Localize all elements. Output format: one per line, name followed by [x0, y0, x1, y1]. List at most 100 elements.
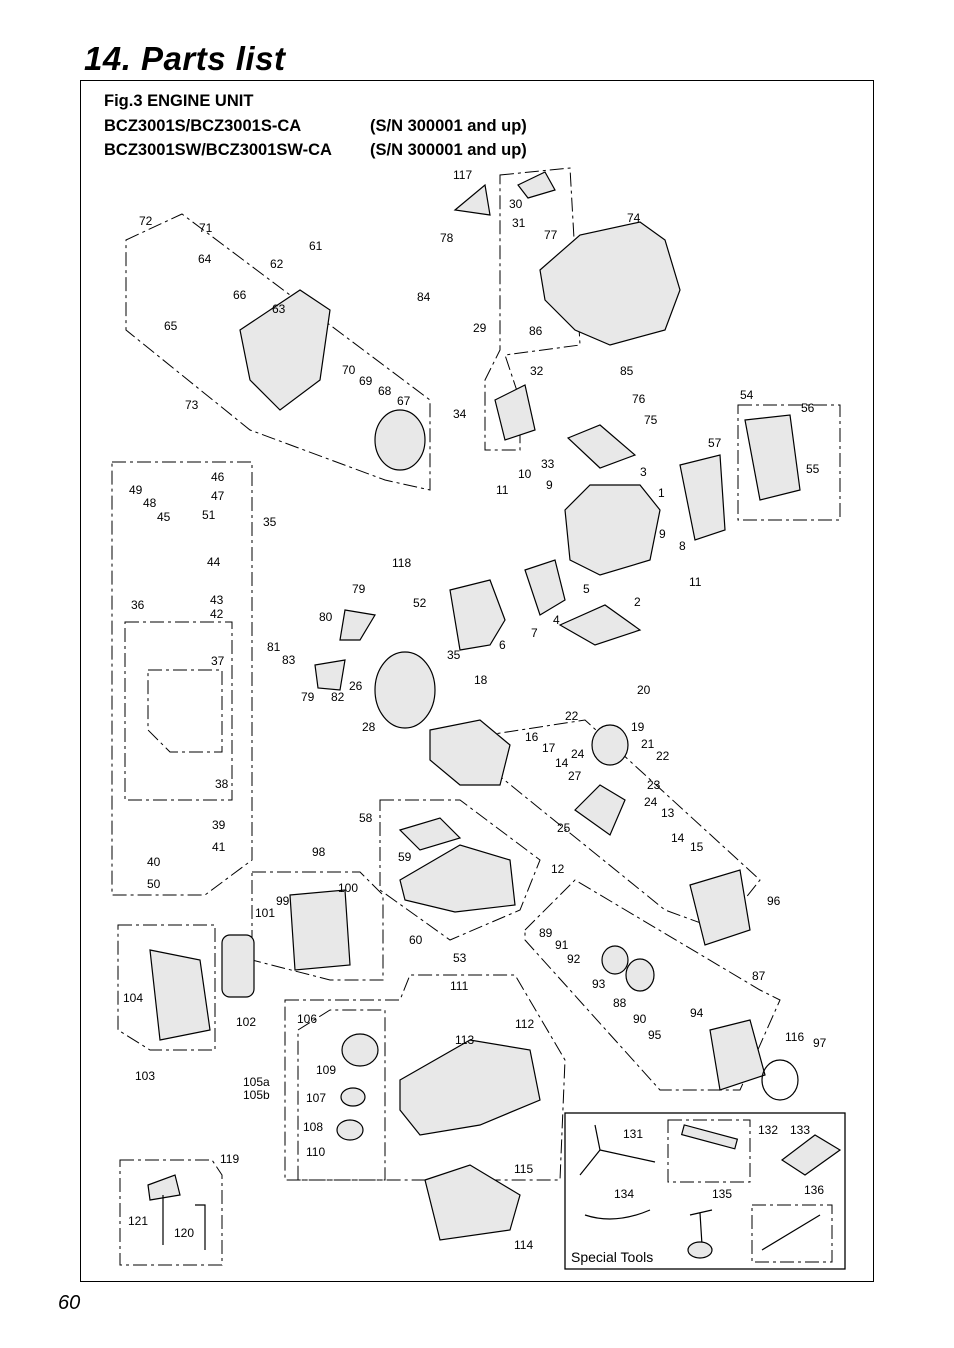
part-label-29: 29	[473, 321, 487, 335]
part-label-47: 47	[211, 489, 225, 503]
model-line-2: BCZ3001SW/BCZ3001SW-CA (S/N 300001 and u…	[104, 141, 527, 160]
part-label-86: 86	[529, 324, 543, 338]
part-cap-gasket	[340, 1087, 366, 1107]
part-label-106: 106	[297, 1012, 317, 1026]
model-name-1: BCZ3001S/BCZ3001S-CA	[104, 117, 302, 135]
group-outline-136	[751, 1204, 833, 1263]
part-label-44: 44	[207, 555, 221, 569]
part-clutch-shoe-2	[314, 659, 346, 691]
part-label-11b: 11	[689, 575, 702, 589]
part-label-70: 70	[342, 363, 356, 377]
part-label-20: 20	[637, 683, 651, 697]
parts-diagram-frame	[80, 80, 874, 1282]
part-label-100: 100	[338, 881, 358, 895]
part-label-38: 38	[215, 777, 229, 791]
part-label-13: 13	[661, 806, 675, 820]
part-label-136: 136	[804, 1183, 824, 1197]
part-label-43: 43	[210, 593, 224, 607]
part-label-83: 83	[282, 653, 296, 667]
tool-132	[680, 1124, 739, 1150]
part-recoil-spring	[601, 945, 629, 975]
part-label-18: 18	[474, 673, 488, 687]
part-label-48: 48	[143, 496, 157, 510]
part-label-88: 88	[613, 996, 627, 1010]
part-label-11a: 11	[496, 483, 509, 497]
part-label-37: 37	[211, 654, 225, 668]
figure-title: Fig.3 ENGINE UNIT	[104, 92, 254, 110]
page-number: 60	[58, 1292, 81, 1314]
part-label-27: 27	[568, 769, 582, 783]
part-fuel-tank	[399, 1039, 541, 1136]
part-label-17: 17	[542, 741, 556, 755]
part-label-22b: 22	[656, 749, 670, 763]
group-outline-106	[297, 1009, 386, 1181]
group-outline-105	[284, 974, 566, 1181]
part-label-116: 116	[785, 1030, 804, 1044]
part-label-28: 28	[362, 720, 376, 734]
part-label-22a: 22	[565, 709, 579, 723]
tool-131-arm3	[594, 1124, 601, 1151]
part-label-115: 115	[514, 1162, 533, 1176]
part-label-3: 3	[640, 465, 647, 479]
part-label-23: 23	[647, 778, 661, 792]
part-116	[761, 1059, 799, 1101]
tool-136	[761, 1214, 821, 1251]
part-label-97: 97	[813, 1036, 827, 1050]
part-label-78: 78	[440, 231, 454, 245]
part-label-62: 62	[270, 257, 284, 271]
part-air-cleaner-base	[289, 889, 351, 971]
part-label-134: 134	[614, 1187, 634, 1201]
part-label-9a: 9	[546, 478, 553, 492]
part-label-89: 89	[539, 926, 553, 940]
serial-range-1: (S/N 300001 and up)	[370, 117, 527, 135]
part-label-108: 108	[303, 1120, 323, 1134]
part-label-14b: 14	[671, 831, 685, 845]
part-label-54: 54	[740, 388, 754, 402]
part-label-111: 111	[450, 979, 469, 993]
part-label-101: 101	[255, 906, 275, 920]
part-tank-bracket	[424, 1164, 521, 1241]
part-crankcase-half	[689, 869, 751, 946]
part-label-65: 65	[164, 319, 178, 333]
part-flywheel	[374, 651, 436, 729]
part-label-95: 95	[648, 1028, 662, 1042]
part-air-filter	[221, 934, 255, 998]
part-label-16: 16	[525, 730, 539, 744]
part-label-99: 99	[276, 894, 290, 908]
part-label-53: 53	[453, 951, 467, 965]
part-label-79b: 79	[301, 690, 315, 704]
part-label-90: 90	[633, 1012, 647, 1026]
part-label-103: 103	[135, 1069, 155, 1083]
part-fuel-cap	[341, 1033, 379, 1067]
part-label-84: 84	[417, 290, 431, 304]
part-label-35a: 35	[263, 515, 277, 529]
part-label-15: 15	[690, 840, 704, 854]
part-label-61: 61	[309, 239, 323, 253]
part-label-1: 1	[658, 486, 665, 500]
part-label-121: 121	[128, 1214, 148, 1228]
part-label-71: 71	[199, 221, 213, 235]
part-30	[517, 171, 556, 199]
part-clutch-shoe	[339, 609, 376, 641]
special-tools-label: Special Tools	[571, 1249, 653, 1265]
part-label-5: 5	[583, 582, 590, 596]
part-label-94: 94	[690, 1006, 704, 1020]
group-outline-132	[667, 1119, 751, 1183]
group-outline-103	[117, 924, 216, 1051]
part-label-12: 12	[551, 862, 565, 876]
part-label-14a: 14	[555, 756, 569, 770]
part-label-104: 104	[123, 991, 143, 1005]
part-label-9b: 9	[659, 527, 666, 541]
special-tools-box	[564, 1112, 846, 1270]
serial-range-2: (S/N 300001 and up)	[370, 141, 527, 159]
part-label-57: 57	[708, 436, 722, 450]
part-label-66: 66	[233, 288, 247, 302]
part-label-31: 31	[512, 216, 526, 230]
tool-131-arm2	[579, 1149, 601, 1176]
part-label-75: 75	[644, 413, 658, 427]
part-label-98: 98	[312, 845, 326, 859]
page-title: 14. Parts list	[84, 40, 286, 77]
model-line-1: BCZ3001S/BCZ3001S-CA (S/N 300001 and up)	[104, 117, 527, 136]
part-label-133: 133	[790, 1123, 810, 1137]
